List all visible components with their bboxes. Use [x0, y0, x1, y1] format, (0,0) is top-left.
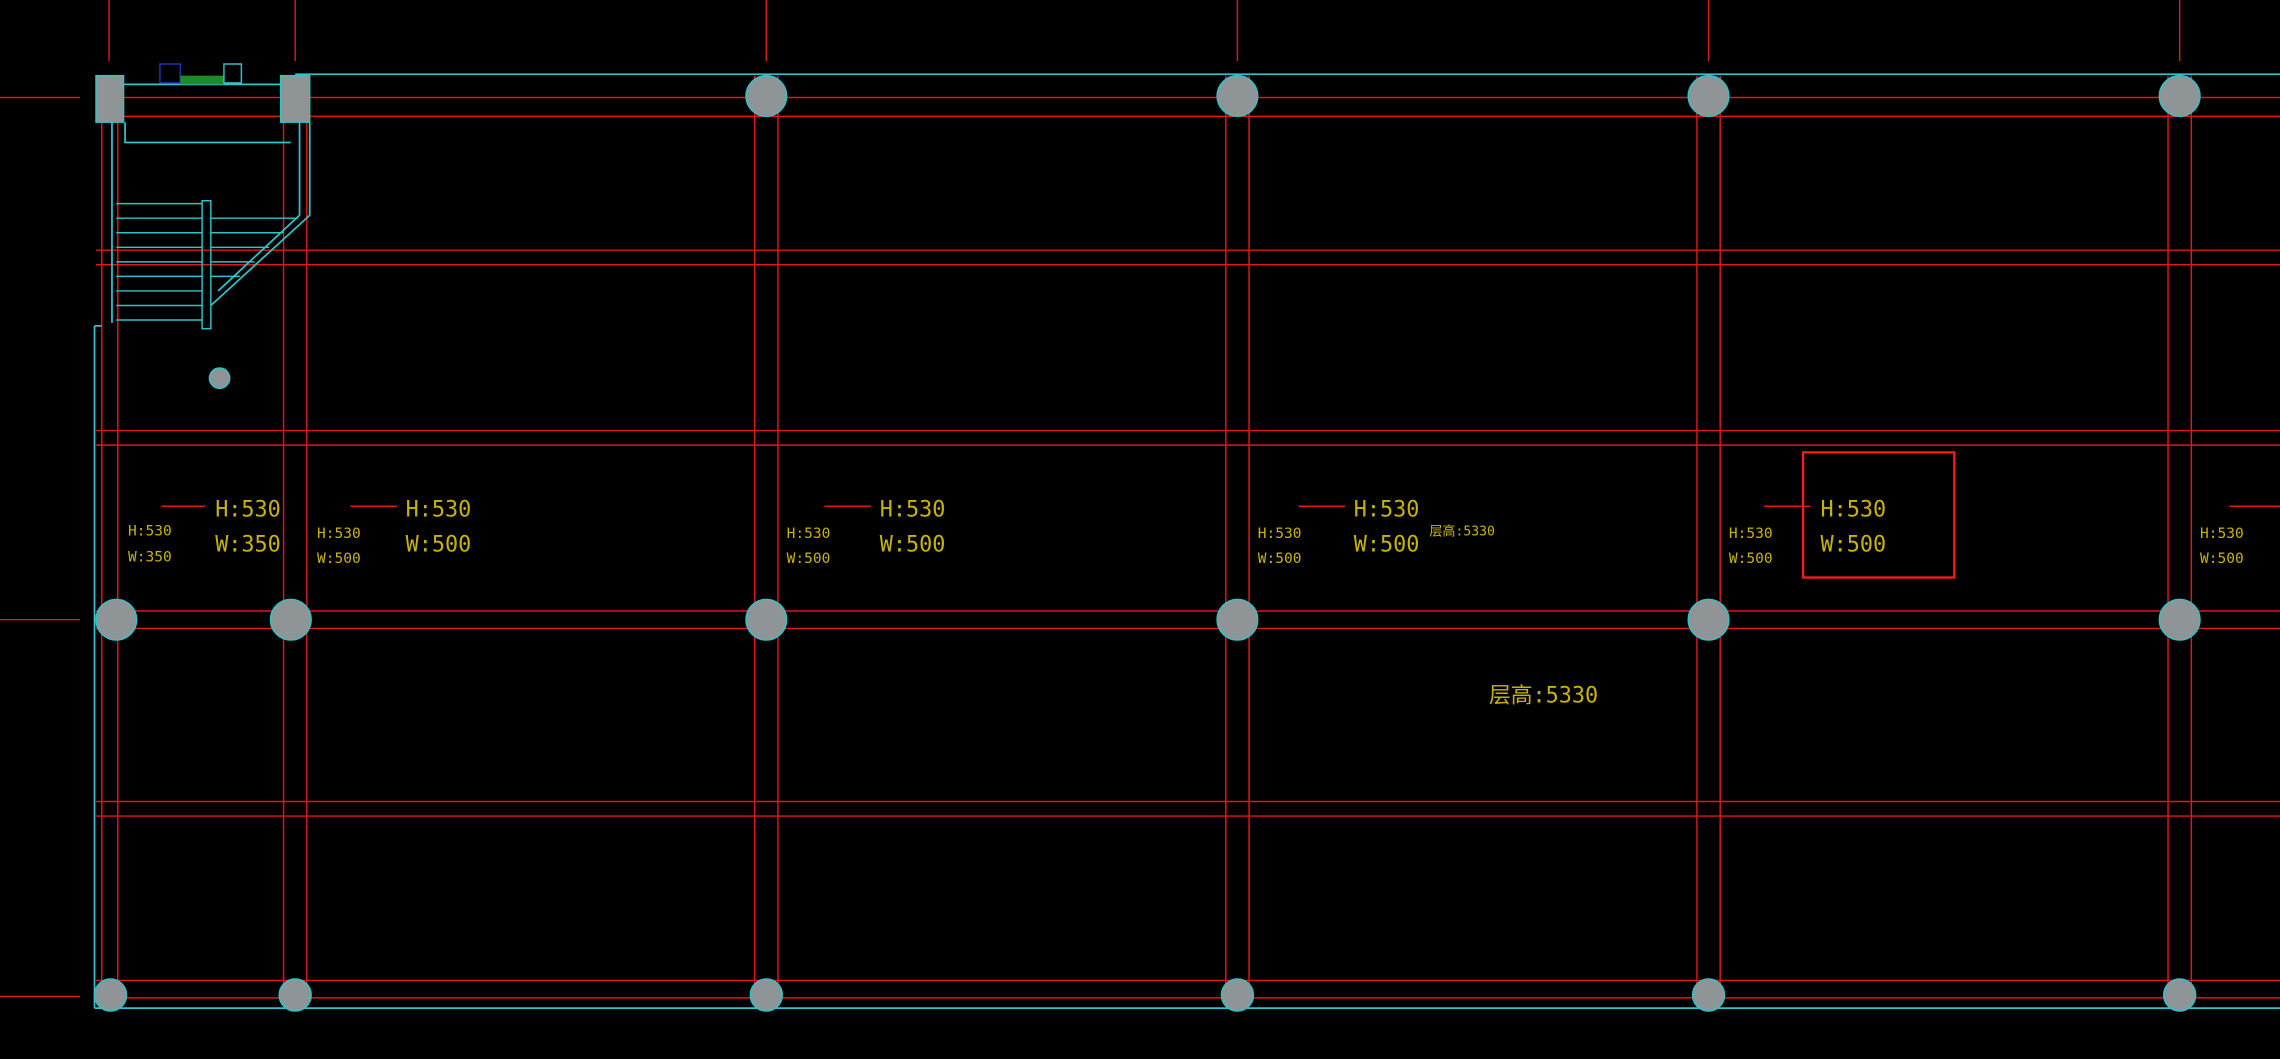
- column-width-small[interactable]: W:500: [1729, 551, 1773, 567]
- column-height-small[interactable]: H:530: [1258, 526, 1302, 542]
- wall-outline: [93, 73, 2280, 1009]
- round-column[interactable]: [2158, 598, 2201, 641]
- column-width-label[interactable]: W:500: [1821, 532, 1887, 557]
- column-width-small[interactable]: W:350: [128, 550, 172, 566]
- round-column[interactable]: [278, 978, 312, 1012]
- round-column[interactable]: [1691, 978, 1726, 1012]
- round-column[interactable]: [2158, 74, 2201, 118]
- round-column[interactable]: [1220, 978, 1255, 1012]
- wall-line: [217, 122, 301, 292]
- round-column[interactable]: [1687, 74, 1730, 118]
- square-column[interactable]: [279, 74, 311, 123]
- column-width-label[interactable]: W:350: [215, 532, 281, 557]
- round-columns: [93, 74, 2201, 1012]
- fixture-cyan: [223, 63, 243, 84]
- column-height-small[interactable]: H:530: [1729, 526, 1773, 542]
- top-fixtures: [159, 63, 243, 85]
- round-column[interactable]: [1687, 598, 1730, 641]
- fixture-blue: [159, 63, 182, 84]
- column-height-label[interactable]: H:530: [1354, 497, 1420, 522]
- stair-handrail: [201, 200, 212, 330]
- round-column[interactable]: [1216, 74, 1259, 118]
- column-height-label[interactable]: H:530: [880, 497, 946, 522]
- floor-height-label[interactable]: 层高:5330: [1489, 684, 1598, 709]
- column-height-small[interactable]: H:530: [128, 523, 172, 539]
- square-column[interactable]: [95, 74, 125, 123]
- column-width-small[interactable]: W:500: [787, 551, 831, 567]
- column-height-label[interactable]: H:530: [1821, 497, 1887, 522]
- column-width-label[interactable]: W:500: [880, 532, 946, 557]
- round-column[interactable]: [208, 367, 231, 390]
- round-column[interactable]: [95, 598, 138, 641]
- column-width-small[interactable]: W:500: [2200, 551, 2244, 567]
- round-column[interactable]: [269, 598, 312, 641]
- column-height-small[interactable]: H:530: [2200, 526, 2244, 542]
- column-height-small[interactable]: H:530: [317, 526, 361, 542]
- staircase: [116, 200, 299, 330]
- selection-box[interactable]: [1801, 451, 1956, 579]
- wall-line: [210, 122, 311, 307]
- column-width-small[interactable]: W:500: [317, 551, 361, 567]
- round-column[interactable]: [749, 978, 784, 1012]
- column-width-small[interactable]: W:500: [1258, 551, 1302, 567]
- fixture-green: [180, 75, 224, 85]
- annotation-layer: H:530 W:350 H:530 W:350 H:530 W:500 H:53…: [128, 497, 2244, 708]
- round-column[interactable]: [93, 978, 128, 1012]
- round-column[interactable]: [745, 74, 788, 118]
- column-height-label[interactable]: H:530: [406, 497, 472, 522]
- round-column[interactable]: [745, 598, 788, 641]
- round-column[interactable]: [2162, 978, 2197, 1012]
- wall-line: [124, 122, 291, 144]
- column-width-label[interactable]: W:500: [1354, 532, 1420, 557]
- column-width-label[interactable]: W:500: [406, 532, 472, 557]
- column-height-label[interactable]: H:530: [215, 497, 281, 522]
- floor-height-tag[interactable]: 层高:5330: [1429, 522, 1495, 539]
- round-column[interactable]: [1216, 598, 1259, 641]
- square-columns: [95, 74, 311, 123]
- column-height-small[interactable]: H:530: [787, 526, 831, 542]
